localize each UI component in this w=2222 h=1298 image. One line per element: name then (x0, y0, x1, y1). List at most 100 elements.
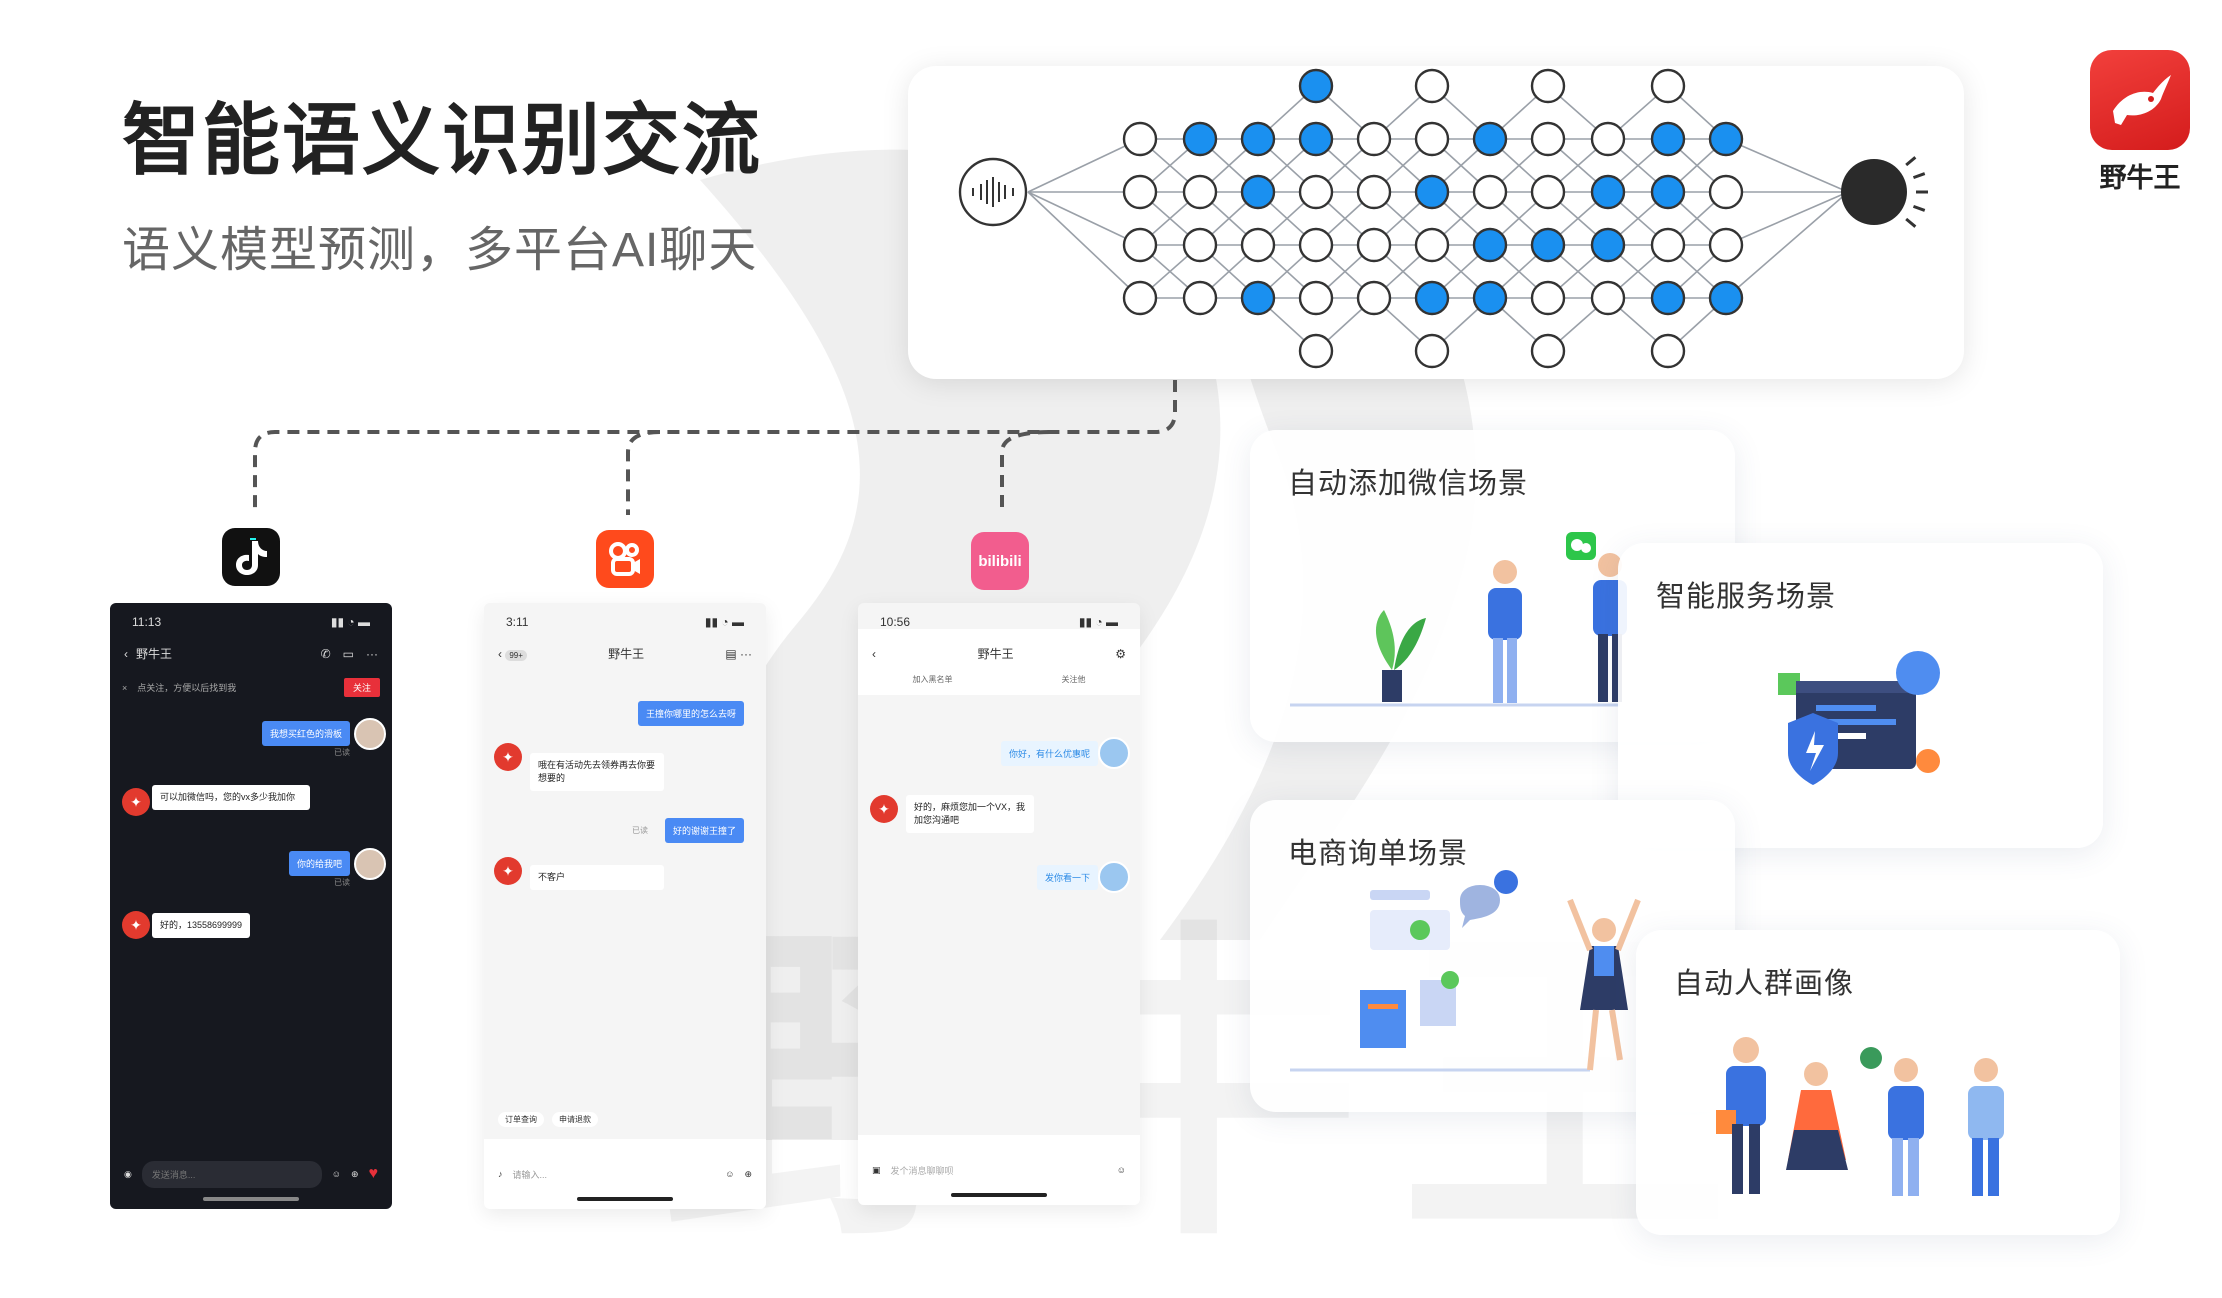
chat-contact: 野牛王 (136, 647, 173, 661)
mic-icon[interactable]: ♪ (498, 1169, 503, 1179)
message-input[interactable]: 发个消息聊聊呗 (890, 1165, 954, 1176)
message-user: 你的给我吧 (288, 851, 350, 876)
nn-node (1122, 174, 1158, 210)
nn-edge (1725, 191, 1849, 299)
back-icon[interactable]: ‹ (872, 646, 876, 661)
unread-badge: 99+ (505, 649, 527, 661)
page-title: 智能语义识别交流 (122, 96, 763, 184)
phone-icon[interactable]: ✆ (320, 646, 331, 661)
follow-notice: × 点关注，方便以后找到我 关注 (122, 678, 380, 697)
scene-title: 自动添加微信场景 (1288, 468, 1529, 500)
read-status: 已读 (632, 826, 648, 835)
home-indicator (577, 1197, 673, 1201)
kuaishou-chat-screen: 3:11▮▮ ◔ ▬ ‹ 99+ 野牛王 ▤ ··· 王撞你哪里的怎么去呀 ✦ … (484, 603, 766, 1209)
douyin-chat-screen: 11:13▮▮ ◔ ▬ ‹ 野牛王 ✆ ▭ ··· × 点关注，方便以后找到我 关注… (110, 603, 392, 1209)
user-avatar (354, 718, 386, 750)
nn-node (1650, 174, 1686, 210)
read-status: 已读 (334, 878, 350, 887)
message-user: 王撞你哪里的怎么去呀 (637, 701, 744, 726)
chat-header: ‹ 99+ 野牛王 ▤ ··· (484, 629, 766, 662)
message-bot: 哦在有活动先去领券再去你要想要的 (530, 753, 664, 791)
kuaishou-icon[interactable] (596, 530, 654, 588)
nn-node (1414, 68, 1450, 104)
nn-edge (1725, 191, 1849, 246)
status-bar: 3:11▮▮ ◔ ▬ (484, 603, 766, 629)
chat-input-bar: ◉ 发送消息... ☺ ⊕ ♥ (110, 1139, 392, 1209)
nn-node (1650, 227, 1686, 263)
chat-contact: 野牛王 (977, 647, 1014, 661)
user-avatar (1098, 861, 1130, 893)
nn-node (1530, 174, 1566, 210)
message-input[interactable]: 请输入... (512, 1169, 548, 1180)
plus-icon[interactable]: ⊕ (350, 1168, 359, 1179)
nn-node (1414, 174, 1450, 210)
menu-icon[interactable]: ▤ ··· (725, 646, 752, 661)
follow-button[interactable]: 关注他 (1061, 675, 1086, 684)
nn-node (1472, 174, 1508, 210)
status-time: 3:11 (506, 615, 529, 629)
nn-node (1240, 174, 1276, 210)
bulb-ray (1905, 156, 1917, 167)
nn-node (1414, 121, 1450, 157)
back-icon[interactable]: ‹ 99+ (498, 647, 527, 661)
scene-card-persona: 自动人群画像 (1636, 930, 2120, 1235)
emoji-icon[interactable]: ☺ (331, 1169, 341, 1179)
bilibili-icon[interactable]: bilibili (971, 532, 1029, 590)
nn-node (1122, 280, 1158, 316)
nn-node (1298, 121, 1334, 157)
image-icon[interactable]: ▣ (872, 1164, 881, 1175)
message-user: 我想买红色的滑板 (261, 721, 350, 746)
nn-node (1472, 280, 1508, 316)
settings-icon[interactable]: ⚙ (1115, 646, 1126, 661)
user-avatar (354, 848, 386, 880)
nn-node (1240, 227, 1276, 263)
shield-icon (1778, 651, 1940, 785)
heart-icon[interactable]: ♥ (368, 1165, 379, 1182)
bulb-ray (1912, 172, 1926, 180)
user-avatar (1098, 737, 1130, 769)
video-icon[interactable]: ▭ (342, 646, 354, 661)
message-user: 发你看一下 (1036, 865, 1098, 890)
nn-node (1708, 227, 1744, 263)
nn-node (1182, 121, 1218, 157)
message-bot: 不客户 (530, 865, 664, 890)
nn-node (1414, 227, 1450, 263)
bot-avatar: ✦ (122, 911, 150, 939)
quick-tag[interactable]: 申请退款 (552, 1112, 598, 1127)
light-bulb-icon (1841, 159, 1907, 225)
quick-tag[interactable]: 订单查询 (498, 1112, 544, 1127)
message-input[interactable]: 发送消息... (141, 1160, 322, 1188)
chat-bubble-icon (1290, 870, 1641, 1072)
block-button[interactable]: 加入黑名单 (912, 675, 953, 684)
page-subtitle: 语义模型预测，多平台AI聊天 (122, 224, 758, 277)
signal-icon: ▮▮ ◔ ▬ (330, 615, 370, 629)
voice-icon[interactable]: ◉ (124, 1168, 132, 1179)
emoji-icon[interactable]: ☺ (725, 1169, 735, 1179)
back-icon[interactable]: ‹ (124, 646, 128, 661)
bot-avatar: ✦ (494, 743, 522, 771)
nn-node (1298, 333, 1334, 369)
close-icon[interactable]: × (122, 682, 128, 693)
douyin-icon[interactable] (222, 528, 280, 586)
nn-node (1356, 121, 1392, 157)
status-bar: 11:13▮▮ ◔ ▬ (110, 603, 392, 629)
nn-node (1298, 174, 1334, 210)
nn-edge (1027, 138, 1141, 193)
nn-edge (1725, 138, 1849, 193)
message-bot: 好的，13558699999 (152, 913, 251, 938)
nn-node (1590, 121, 1626, 157)
follow-button[interactable]: 关注 (343, 678, 380, 697)
emoji-icon[interactable]: ☺ (1116, 1165, 1126, 1175)
neural-network-card (908, 66, 1964, 379)
nn-node (1530, 333, 1566, 369)
nn-node (1414, 333, 1450, 369)
nn-node (1530, 280, 1566, 316)
plus-icon[interactable]: ⊕ (744, 1168, 752, 1179)
nn-node (1414, 280, 1450, 316)
more-icon[interactable]: ··· (366, 646, 378, 661)
nn-node (1356, 174, 1392, 210)
brand-name: 野牛王 (2099, 163, 2181, 193)
bot-avatar: ✦ (870, 795, 898, 823)
nn-node (1182, 227, 1218, 263)
chat-header: ‹ 野牛王 ✆ ▭ ··· (110, 629, 392, 662)
